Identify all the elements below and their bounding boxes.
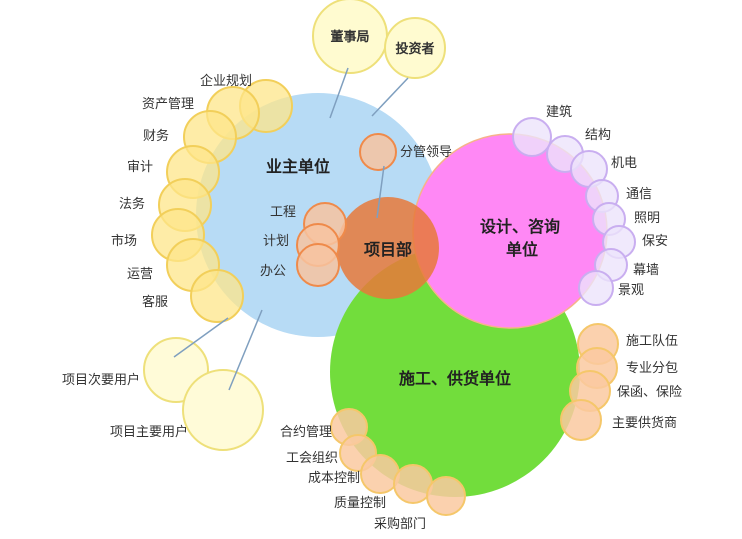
connector-line	[376, 165, 385, 219]
design-bubble	[512, 117, 552, 157]
primary-user-circle	[182, 369, 264, 451]
project-dept-label: 项目部	[364, 240, 412, 259]
dept-label: 客服	[142, 294, 168, 310]
design-title: 单位	[506, 240, 538, 259]
supplier-label: 保函、保险	[617, 385, 682, 400]
board-label: 董事局	[330, 29, 369, 45]
bottom-bubble	[426, 476, 466, 516]
bottom-label: 工会组织	[286, 451, 338, 466]
design-label: 机电	[611, 156, 637, 171]
connector-line	[173, 317, 229, 358]
owner-title: 业主单位	[266, 157, 330, 176]
connector-line	[371, 77, 409, 117]
construction-title: 施工、供货单位	[399, 369, 511, 388]
dept-label: 财务	[143, 128, 169, 144]
design-label: 保安	[642, 234, 668, 249]
bottom-label: 质量控制	[334, 496, 386, 511]
design-bubble	[578, 270, 614, 306]
inner-label: 办公	[260, 264, 286, 279]
inner-label: 工程	[270, 205, 296, 220]
inner-bubble	[296, 243, 340, 287]
design-title: 设计、咨询	[480, 217, 560, 236]
supplier-bubble	[560, 399, 602, 441]
leader-label: 分管领导	[400, 145, 452, 160]
primary-user-label: 项目主要用户	[110, 424, 188, 440]
design-label: 幕墙	[633, 263, 659, 278]
dept-label: 运营	[127, 267, 153, 282]
supplier-label: 施工队伍	[626, 334, 678, 349]
dept-label: 市场	[111, 233, 137, 249]
connector-line	[329, 67, 349, 119]
design-label: 结构	[585, 128, 611, 143]
design-label: 建筑	[546, 104, 572, 120]
design-label: 通信	[626, 187, 652, 202]
project-dept-circle	[337, 197, 439, 299]
design-label: 景观	[618, 283, 644, 298]
dept-bubble	[190, 269, 244, 323]
investor-circle	[384, 17, 446, 79]
investor-label: 投资者	[395, 41, 434, 57]
leader-bubble	[359, 133, 397, 171]
bottom-label: 合约管理	[280, 425, 332, 440]
dept-label: 审计	[127, 160, 153, 175]
secondary-user-label: 项目次要用户	[62, 372, 140, 388]
bottom-label: 成本控制	[308, 471, 360, 486]
supplier-label: 主要供货商	[612, 415, 677, 431]
bottom-label: 采购部门	[374, 516, 426, 532]
design-label: 照明	[634, 211, 660, 226]
connector-line	[228, 309, 263, 391]
supplier-label: 专业分包	[626, 361, 678, 376]
dept-label: 法务	[119, 196, 145, 212]
dept-label: 资产管理	[142, 97, 194, 112]
dept-label: 企业规划	[200, 73, 252, 89]
inner-label: 计划	[263, 234, 289, 249]
